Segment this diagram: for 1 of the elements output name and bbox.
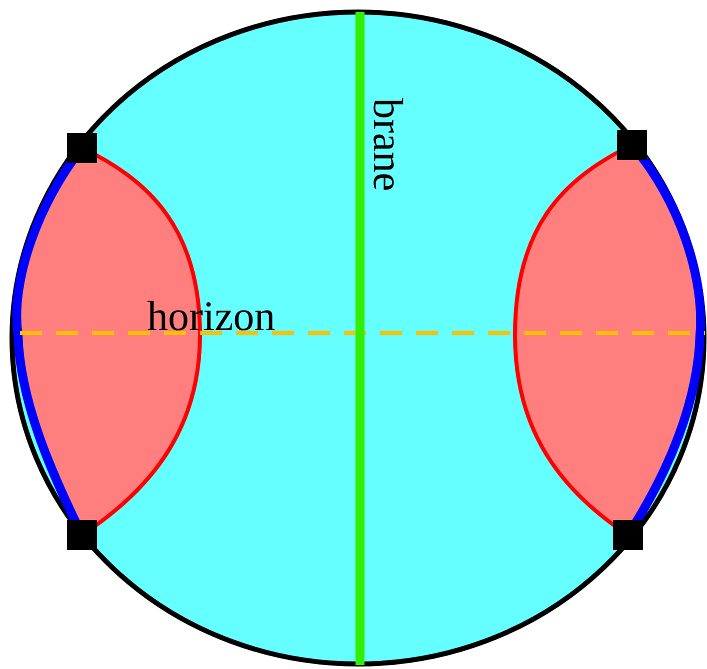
region-label: brane	[366, 98, 408, 192]
